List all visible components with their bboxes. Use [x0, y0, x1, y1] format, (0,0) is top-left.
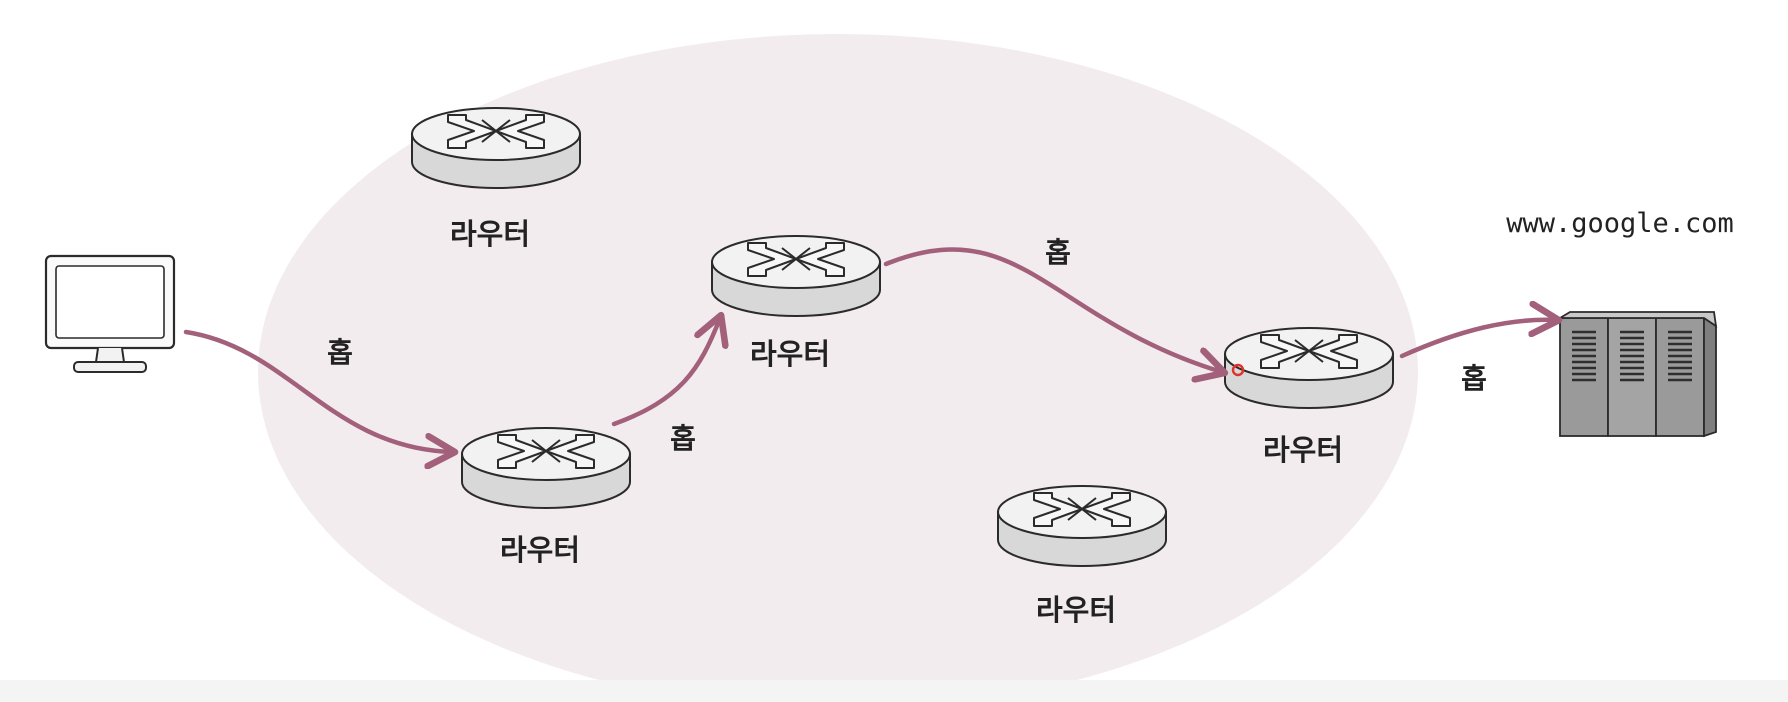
hop-label: 홉: [1045, 236, 1071, 269]
router-icon: [997, 485, 1167, 567]
hop-arrows: [183, 247, 1556, 452]
hop-arrow: [611, 318, 720, 427]
router-icon: [1224, 327, 1394, 409]
router-icon: [411, 107, 581, 189]
router-label: 라우터: [750, 337, 830, 371]
cursor-dot-icon: [1231, 363, 1245, 377]
router-label: 라우터: [1263, 433, 1343, 467]
hop-arrow: [1399, 320, 1556, 359]
monitor-icon: [44, 254, 176, 373]
router-label: 라우터: [1036, 593, 1116, 627]
hop-label: 홉: [1461, 362, 1487, 395]
hop-label: 홉: [327, 336, 353, 369]
hop-arrow: [183, 329, 452, 452]
router-label: 라우터: [500, 533, 580, 567]
bottom-strip: [0, 680, 1788, 702]
router-label: 라우터: [450, 217, 530, 251]
server-rack-icon: [1556, 311, 1718, 438]
server-hostname: www.google.com: [1506, 208, 1734, 239]
router-icon: [461, 427, 631, 509]
hop-arrow: [883, 247, 1222, 372]
hop-label: 홉: [670, 422, 696, 455]
router-icon: [711, 235, 881, 317]
